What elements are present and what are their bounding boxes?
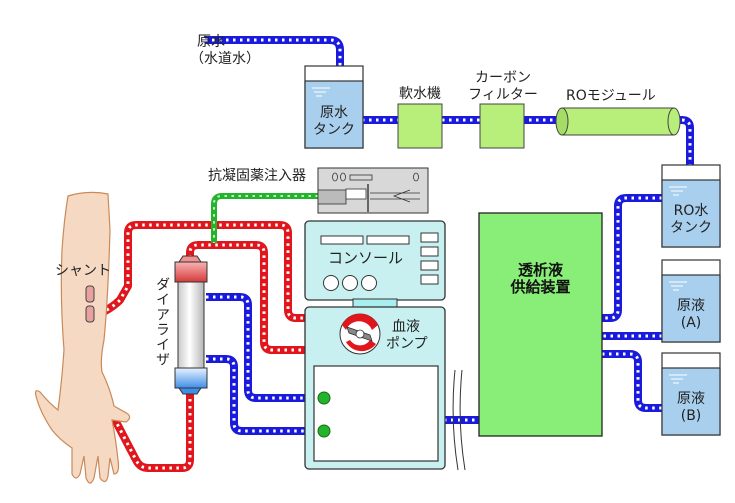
blood-pump (339, 313, 381, 355)
raw-water-tank-label: 原水 タンク (305, 105, 363, 139)
water-source-label: 原水 (186, 34, 236, 51)
console-dial (342, 275, 358, 291)
concentrate-b-label-line2: (B) (680, 408, 702, 424)
pipe-break-mark (452, 369, 466, 471)
dialysate-connector (317, 391, 331, 405)
carbon-filter-label-line1: カーボン (475, 70, 531, 86)
dialysate-supply-unit (478, 212, 603, 437)
raw-water-tank (304, 65, 364, 149)
console-button (420, 246, 439, 257)
shunt-marker-1 (85, 285, 95, 303)
ro-water-tank-label-line2: タンク (670, 220, 712, 236)
carbon-filter (479, 103, 525, 149)
ro-module (555, 107, 681, 136)
pipe-tap-water-pattern (205, 38, 342, 66)
ro-module-label: ROモジュール (566, 88, 656, 104)
water-softener (397, 103, 443, 149)
dialysis-console (304, 220, 446, 470)
water-source-label-line2: （水道水） (190, 51, 260, 67)
dialyzer-label: ダイアライザ (154, 277, 170, 367)
dialysate-supply-label-line2: 供給装置 (510, 278, 571, 296)
concentrate-a-label: 原液 (A) (662, 298, 720, 332)
concentrate-a-tank (661, 259, 721, 343)
blood-pump-label: 血液 ポンプ (386, 319, 428, 353)
ro-water-tank-label: RO水 タンク (662, 203, 720, 237)
blood-pump-label-line2: ポンプ (386, 336, 428, 352)
water-softener-label: 軟水機 (399, 86, 441, 102)
console-button (420, 232, 439, 243)
concentrate-b-tank (661, 352, 721, 436)
pipe-dialyzer-outlet-pattern (206, 295, 322, 400)
pipe-ro-tank-to-supply-pattern (602, 196, 662, 320)
ro-water-tank-label-line1: RO水 (673, 203, 709, 219)
anticoagulant-syringe-pump (317, 167, 429, 214)
console-dial (323, 275, 339, 291)
raw-water-tank-label-line1: 原水 (320, 105, 348, 121)
carbon-filter-label-line2: フィルター (468, 87, 538, 103)
shunt-marker-2 (85, 305, 95, 323)
carbon-filter-label: カーボン フィルター (467, 70, 539, 104)
water-source-label-line1: 原水 (197, 34, 225, 50)
console-label: コンソール (328, 249, 404, 267)
pipe-blood-arterial-pattern (93, 223, 350, 320)
ro-water-tank (661, 164, 721, 248)
pipe-dialyzer-inlet-pattern (206, 357, 322, 433)
pipe-conc-b-to-supply (602, 350, 662, 412)
concentrate-b-label: 原液 (B) (662, 391, 720, 425)
patient-arm (34, 191, 131, 484)
dialysate-connector (317, 424, 331, 438)
raw-water-tank-label-line2: タンク (313, 122, 355, 138)
concentrate-b-label-line1: 原液 (677, 391, 705, 407)
concentrate-a-label-line2: (A) (680, 315, 702, 331)
pipe-ro-to-ro-tank-pattern (675, 118, 692, 178)
blood-pump-label-line1: 血液 (392, 319, 420, 335)
pipe-anticoagulant (211, 193, 318, 243)
dialyzer (174, 255, 208, 395)
pipe-blood-pump-to-dialyzer (186, 241, 350, 354)
dialysate-supply-label: 透析液 供給装置 (479, 262, 602, 296)
console-button (420, 274, 439, 285)
concentrate-a-label-line1: 原液 (677, 298, 705, 314)
anticoagulant-injector-label: 抗凝固薬注入器 (208, 168, 306, 184)
console-dial (361, 275, 377, 291)
console-button (420, 260, 439, 271)
dialysate-supply-label-line1: 透析液 (517, 261, 563, 279)
shunt-label: シャント (55, 263, 111, 279)
